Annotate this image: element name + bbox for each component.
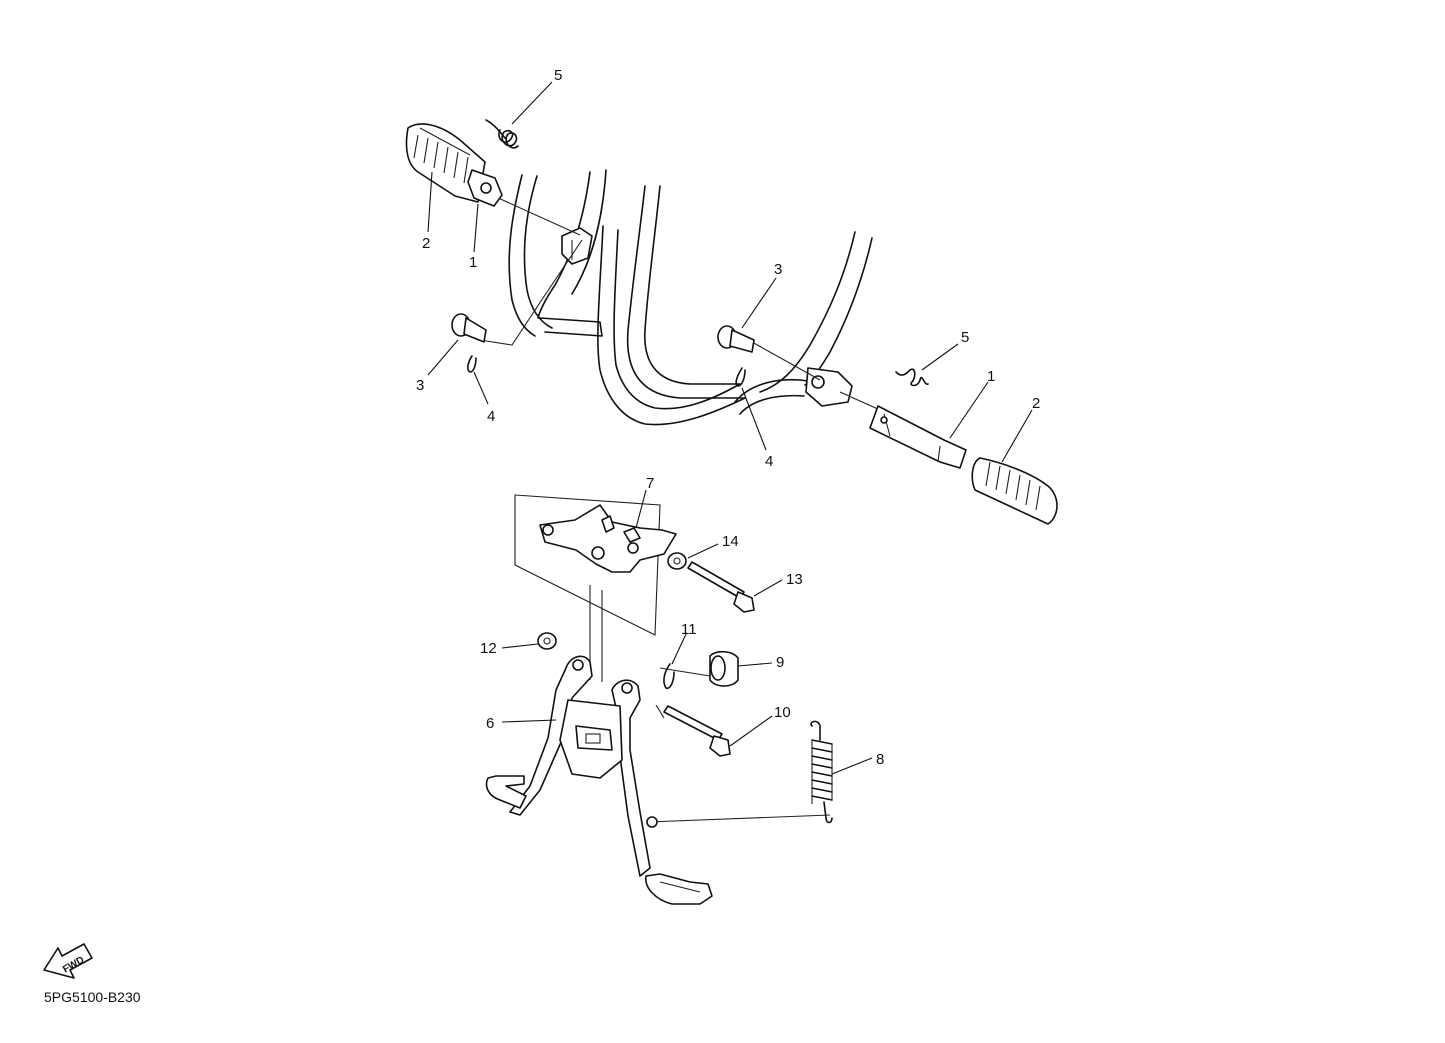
right-footrest-rubber [971,457,1058,525]
callout-8: 8 [876,751,884,768]
callout-12: 12 [480,640,497,657]
callout-labels: 5 2 1 3 4 3 4 5 1 2 7 14 13 11 12 9 10 6… [416,67,1040,768]
bolt-13 [687,561,755,613]
right-pin [717,325,755,353]
washer-12 [537,632,557,650]
callout-3-right: 3 [774,261,782,278]
callout-11: 11 [681,621,697,638]
callout-9: 9 [776,654,784,671]
left-footrest-bracket [467,169,503,207]
bolt-10 [663,705,731,757]
stand-bracket [539,504,677,573]
callout-5-right: 5 [961,329,969,346]
right-cotter-pin [735,367,746,387]
callout-7: 7 [646,475,654,492]
callout-4-left: 4 [487,408,495,425]
right-footrest-bracket [869,405,967,469]
frame-tubes [508,169,873,426]
callout-5-top: 5 [554,67,562,84]
callout-2-right: 2 [1032,395,1040,412]
callout-13: 13 [786,571,803,588]
clip-11 [663,663,675,690]
washer-14 [667,552,687,570]
fwd-arrow-icon: FWD [43,943,93,979]
collar-9 [709,650,739,687]
callout-3-left: 3 [416,377,424,394]
callout-1-left: 1 [469,254,477,271]
callout-4-mid: 4 [765,453,773,470]
callout-1-right: 1 [987,368,995,385]
callout-14: 14 [722,533,739,550]
left-pin [451,313,487,343]
left-cotter-pin [467,355,477,373]
callout-6: 6 [486,715,494,732]
spring-8 [810,720,833,824]
alignment-lines [479,196,881,823]
leader-lines [427,81,1033,775]
left-footrest-rubber [405,123,486,203]
callout-10: 10 [774,704,791,721]
right-return-spring [895,368,929,387]
callout-2-left: 2 [422,235,430,252]
left-return-spring [485,119,519,149]
center-stand-6 [485,655,713,905]
drawing-code: 5PG5100-B230 [44,989,141,1005]
